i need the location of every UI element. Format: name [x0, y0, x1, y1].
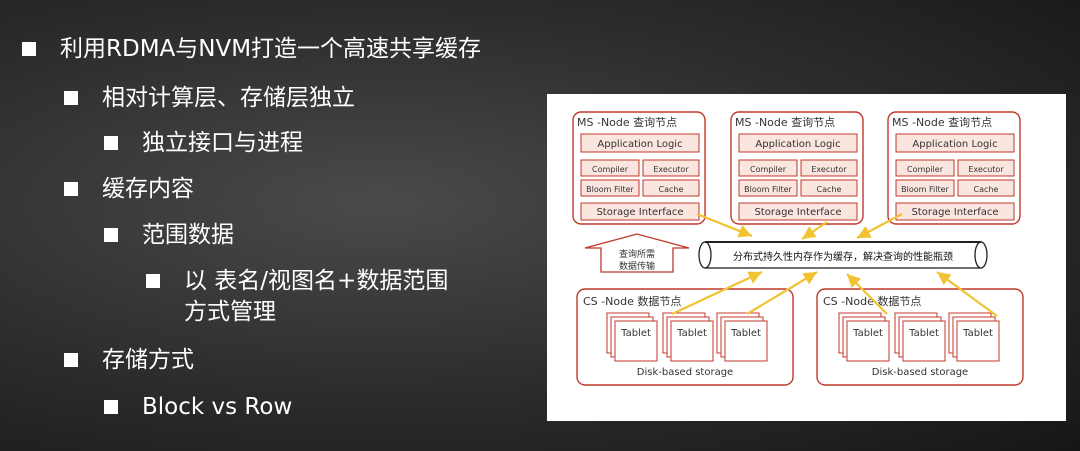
ms-node-1: MS -Node 查询节点 Application Logic Compiler…	[572, 111, 706, 225]
bullet-square-icon	[104, 228, 118, 242]
arrow-ms2-to-cache	[801, 221, 828, 240]
bullet-square-icon	[104, 136, 118, 150]
bullet-square-icon	[146, 274, 160, 288]
cs-node-2: CS -Node 数据节点 Tablet Tablet Tablet Disk-…	[816, 288, 1024, 386]
bullet-3: 独立接口与进程	[104, 127, 303, 159]
arrow-cs2b-to-cache	[936, 271, 998, 317]
compiler-label: Compiler	[592, 165, 629, 174]
arrow-ms3-to-cache	[856, 213, 903, 239]
bullet-text: 独立接口与进程	[142, 130, 303, 156]
bullet-square-icon	[64, 353, 78, 367]
cache-label: Cache	[974, 185, 999, 194]
ms-node-3: MS -Node 查询节点 Application Logic Compiler…	[887, 111, 1021, 225]
executor-label: Executor	[811, 165, 847, 174]
cs-node-title: CS -Node 数据节点	[823, 294, 921, 308]
bullet-5: 范围数据	[104, 219, 234, 251]
architecture-diagram: MS -Node 查询节点 Application Logic Compiler…	[547, 94, 1066, 421]
bullet-square-icon	[104, 400, 118, 414]
arrow-label-line2: 数据传输	[619, 260, 655, 272]
tablet-label: Tablet	[620, 328, 651, 339]
ms-node-title: MS -Node 查询节点	[892, 115, 992, 129]
bloom-filter-label: Bloom Filter	[744, 185, 792, 194]
disk-storage-label: Disk-based storage	[637, 367, 733, 378]
storage-interface-label: Storage Interface	[911, 207, 998, 218]
cache-label: Cache	[817, 185, 842, 194]
tablet-label: Tablet	[730, 328, 761, 339]
bullet-text: 相对计算层、存储层独立	[102, 85, 355, 111]
bloom-filter-label: Bloom Filter	[901, 185, 949, 194]
executor-label: Executor	[653, 165, 689, 174]
tablet-stack: Tablet	[948, 312, 1000, 362]
tablet-stack: Tablet	[894, 312, 946, 362]
query-data-arrow: 查询所需 数据传输	[584, 233, 690, 273]
executor-label: Executor	[968, 165, 1004, 174]
ms-node-title: MS -Node 查询节点	[735, 115, 835, 129]
disk-storage-label: Disk-based storage	[872, 367, 968, 378]
tablet-label: Tablet	[908, 328, 939, 339]
tablet-stack: Tablet	[606, 312, 658, 362]
bloom-filter-label: Bloom Filter	[586, 185, 634, 194]
compiler-label: Compiler	[750, 165, 787, 174]
bullet-6: 以 表名/视图名+数据范围	[146, 265, 448, 297]
bullet-square-icon	[22, 42, 36, 56]
app-logic-label: Application Logic	[912, 139, 997, 150]
cs-node-1: CS -Node 数据节点 Tablet Tablet Tablet Disk-…	[576, 288, 794, 386]
bullet-text: 利用RDMA与NVM打造一个高速共享缓存	[60, 36, 482, 62]
bullet-text: 范围数据	[142, 222, 234, 248]
bullet-text: 方式管理	[184, 299, 276, 325]
tablet-stack: Tablet	[838, 312, 890, 362]
bullet-text: 缓存内容	[102, 176, 194, 202]
ms-node-2: MS -Node 查询节点 Application Logic Compiler…	[730, 111, 864, 225]
bullet-6-continuation: 方式管理	[184, 296, 276, 328]
ms-node-title: MS -Node 查询节点	[577, 115, 677, 129]
bullet-square-icon	[64, 182, 78, 196]
bullet-1: 利用RDMA与NVM打造一个高速共享缓存	[22, 33, 481, 65]
bullet-8: Block vs Row	[104, 391, 292, 423]
cs-node-title: CS -Node 数据节点	[583, 294, 681, 308]
bullet-text: 存储方式	[102, 347, 194, 373]
storage-interface-label: Storage Interface	[596, 207, 683, 218]
data-flow-arrows	[671, 212, 998, 317]
tablet-label: Tablet	[852, 328, 883, 339]
arrow-cs1a-to-cache	[671, 271, 763, 315]
app-logic-label: Application Logic	[755, 139, 840, 150]
arrow-label-line1: 查询所需	[619, 248, 655, 260]
arrow-cs2a-to-cache	[846, 273, 888, 315]
arrow-ms1-to-cache	[696, 212, 753, 238]
cache-label: Cache	[659, 185, 684, 194]
tablet-stack: Tablet	[662, 312, 714, 362]
bullet-text: Block vs Row	[142, 394, 293, 420]
bullet-4: 缓存内容	[64, 173, 194, 205]
bullet-text: 以 表名/视图名+数据范围	[184, 268, 449, 294]
distributed-cache-layer: 分布式持久性内存作为缓存，解决查询的性能瓶颈	[698, 241, 988, 269]
tablet-label: Tablet	[962, 328, 993, 339]
bullet-square-icon	[64, 91, 78, 105]
compiler-label: Compiler	[907, 165, 944, 174]
cache-layer-label: 分布式持久性内存作为缓存，解决查询的性能瓶颈	[733, 250, 953, 263]
tablet-stack: Tablet	[716, 312, 768, 362]
app-logic-label: Application Logic	[597, 139, 682, 150]
arrow-cs1b-to-cache	[746, 271, 818, 315]
bullet-2: 相对计算层、存储层独立	[64, 82, 355, 114]
bullet-7: 存储方式	[64, 344, 194, 376]
storage-interface-label: Storage Interface	[754, 207, 841, 218]
tablet-label: Tablet	[676, 328, 707, 339]
